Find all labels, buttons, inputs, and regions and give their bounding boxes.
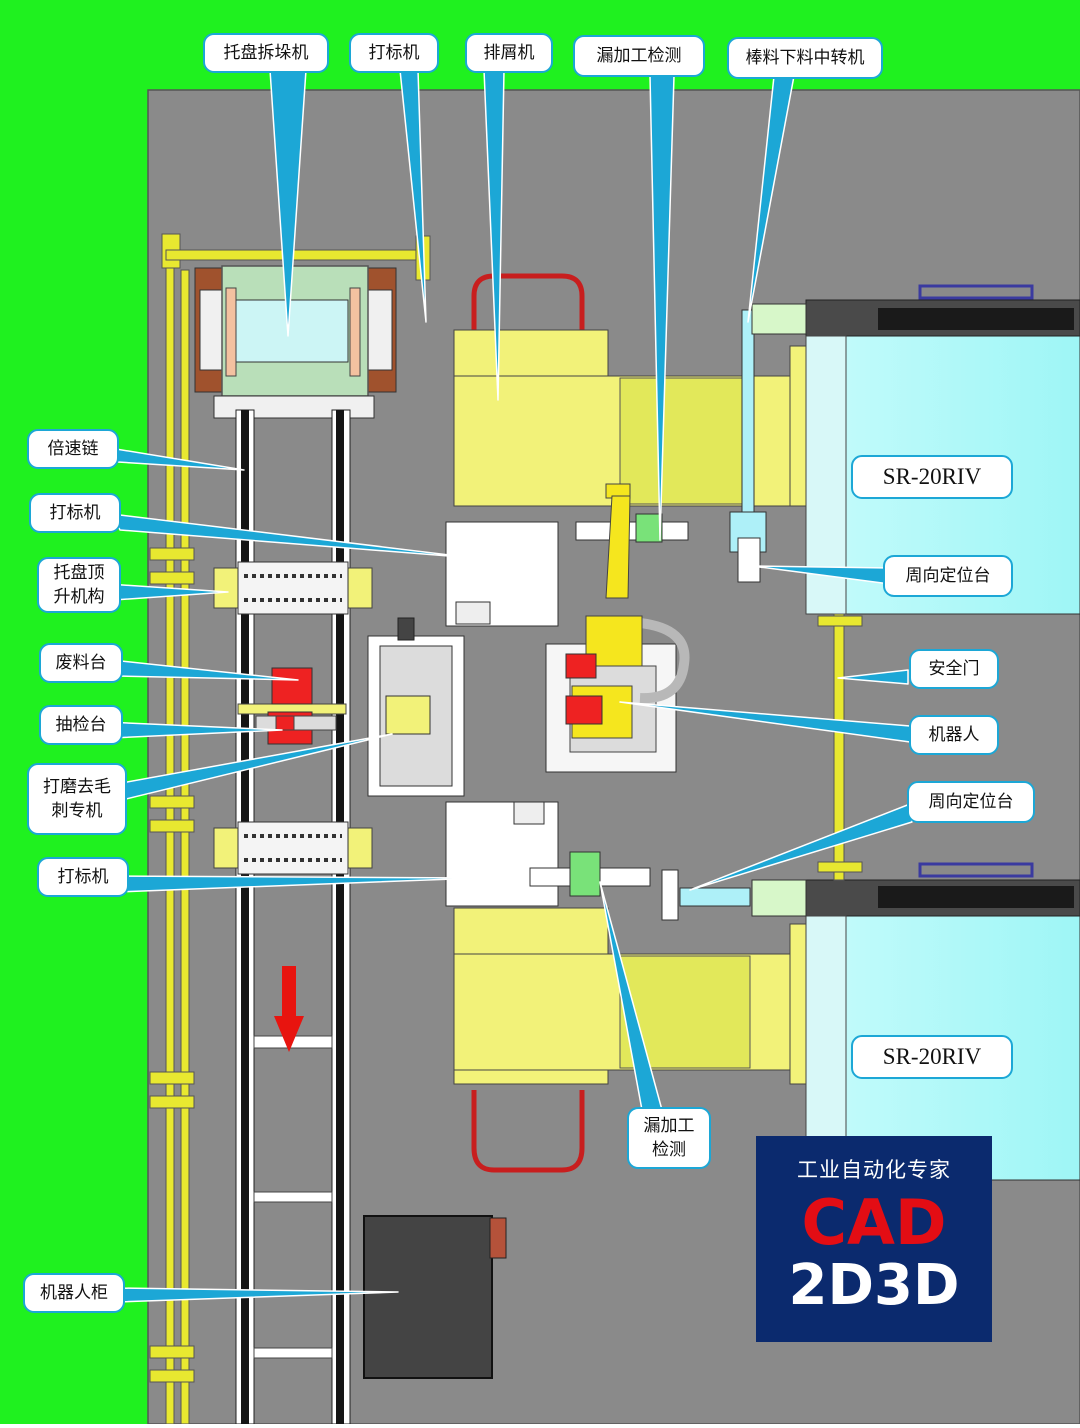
cad2d3d-logo: 工业自动化专家 CAD 2D3D (756, 1136, 992, 1342)
scrap-and-sampling-table (237, 667, 347, 745)
logo-cad: CAD (801, 1186, 947, 1259)
bar-transfer-machine (729, 303, 807, 583)
tray-lift-lower (213, 821, 373, 875)
lathe-bottom-body (805, 862, 1080, 1181)
deburr-machine (367, 617, 465, 797)
robot-arm (545, 483, 690, 773)
tray-lift-upper (213, 561, 373, 615)
lathe-top-body (805, 284, 1080, 615)
robot-cabinet (363, 1215, 507, 1379)
logo-tagline: 工业自动化专家 (797, 1158, 951, 1182)
destacker-top-bar (165, 249, 431, 261)
marking-machine-low-body (445, 801, 559, 907)
chip-conveyor-top (453, 273, 807, 507)
speed-chain-conveyor (235, 409, 351, 1425)
missed-check-low-module (529, 851, 807, 921)
tray-destacker (194, 265, 397, 419)
down-arrow-icon (274, 966, 304, 1052)
marking-machine-mid-body (445, 521, 559, 627)
safety-door-rail (833, 613, 845, 881)
callout-bubbles (23, 33, 1035, 1313)
logo-2d3d: 2D3D (788, 1253, 960, 1318)
